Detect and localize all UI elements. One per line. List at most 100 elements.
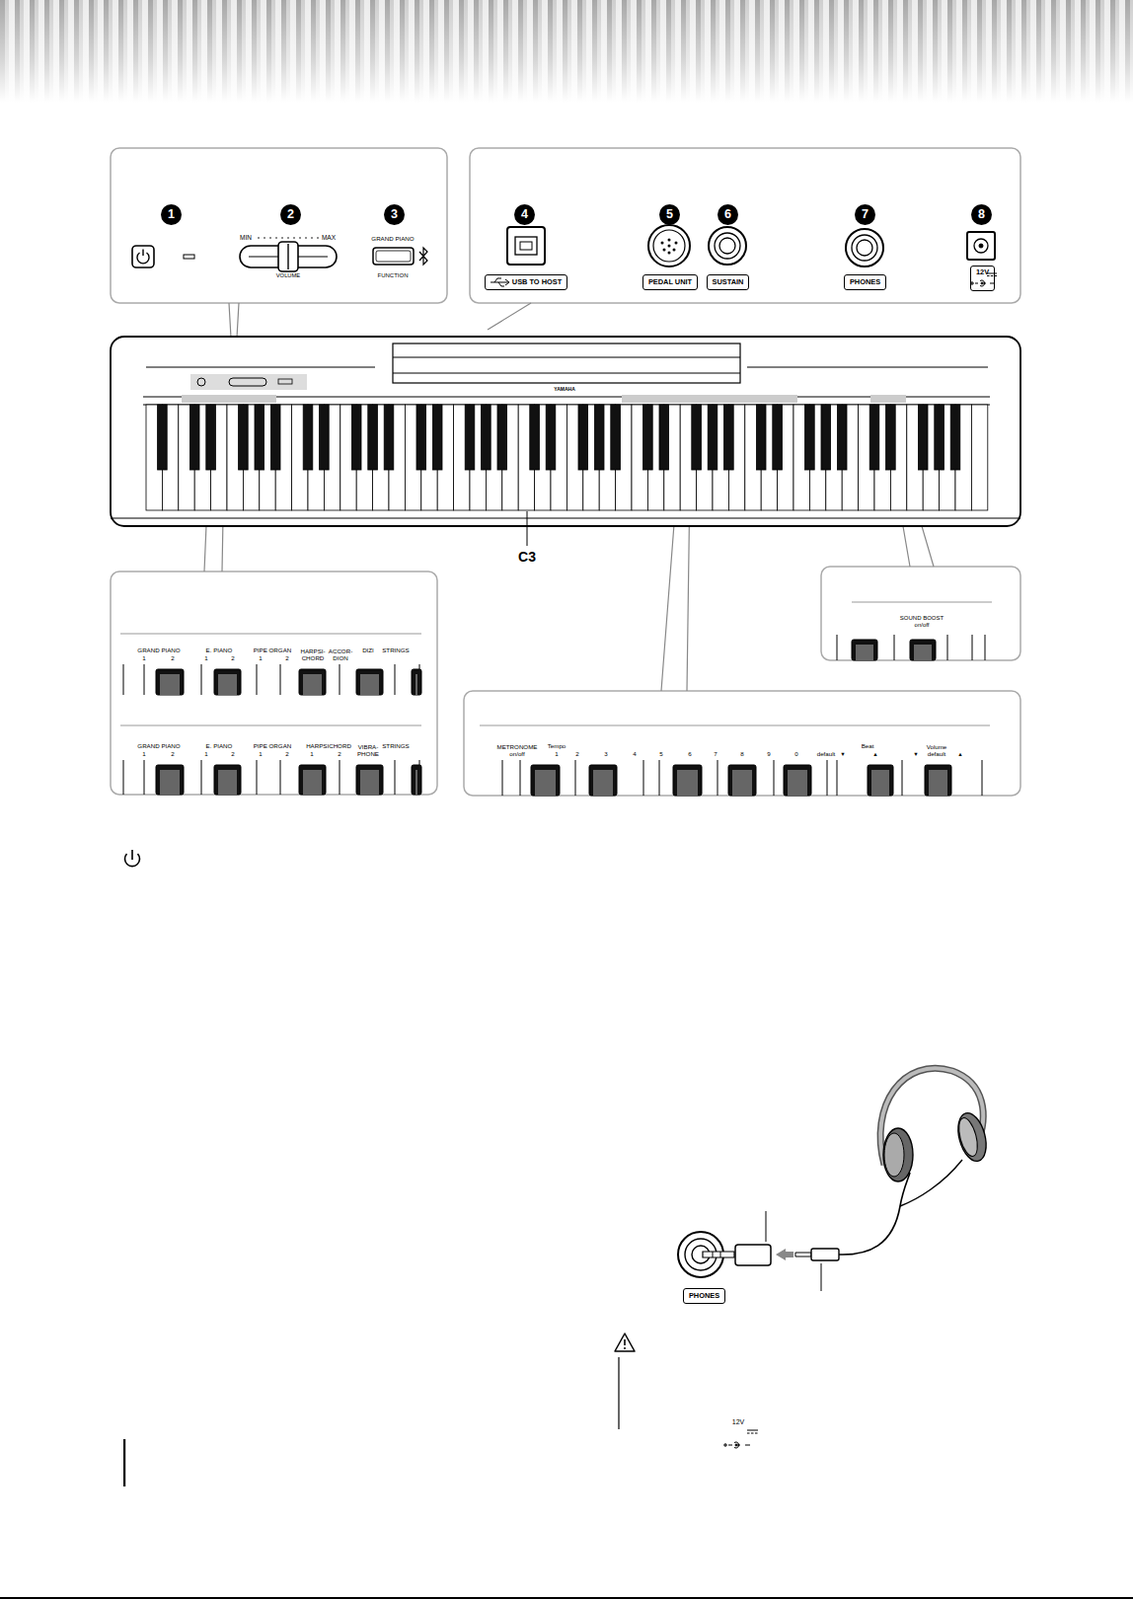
sustain-jack [708, 226, 747, 265]
key-edge [947, 634, 949, 661]
scale-dot [299, 236, 302, 239]
black-key [855, 644, 874, 661]
voice-label: ACCOR- DION [326, 647, 355, 662]
usb-port [507, 226, 545, 265]
black-key [157, 404, 168, 470]
black-key [155, 669, 184, 695]
voice-label: E. PIANO [206, 742, 233, 750]
function-button [373, 247, 414, 265]
divider [120, 633, 422, 635]
connector-tag: 12V [970, 265, 995, 292]
scale-label: MIN [239, 233, 252, 241]
black-key [497, 404, 508, 470]
black-key [732, 769, 753, 796]
function-label: Tempo [547, 742, 567, 750]
black-key [218, 674, 237, 695]
power-button [132, 245, 154, 268]
black-key [299, 764, 326, 795]
callout-number: 2 [280, 204, 302, 226]
black-key [206, 404, 217, 470]
connector-tag: SUSTAIN [706, 274, 750, 291]
panel-frame [110, 571, 438, 795]
control-label: VOLUME [276, 272, 301, 280]
black-key [610, 404, 621, 470]
black-key [351, 404, 362, 470]
callout-text: 7 [861, 208, 869, 223]
connector-tag: PEDAL UNIT [642, 274, 698, 291]
function-button [376, 250, 411, 262]
black-key [360, 674, 379, 695]
callout-number: 8 [971, 204, 992, 226]
voice-number: 1 [309, 750, 313, 757]
dc-in-jack [967, 231, 995, 260]
divider [120, 725, 422, 727]
bluetooth-icon [419, 247, 428, 265]
warning-icon [614, 1333, 635, 1352]
black-key [432, 404, 443, 470]
piano-body [110, 336, 1021, 527]
tempo-digit: 7 [713, 750, 717, 757]
black-key [299, 669, 326, 695]
black-key [867, 764, 894, 796]
black-key [416, 404, 427, 470]
black-key [214, 669, 241, 695]
black-key [643, 404, 654, 470]
voice-number: 1 [142, 750, 146, 757]
voice-label: STRINGS [381, 646, 410, 654]
arrow-symbol: ▼ [912, 751, 918, 757]
black-key [934, 404, 945, 470]
black-key [578, 404, 589, 470]
callout-text: 5 [666, 208, 674, 223]
scale-label: MAX [321, 233, 336, 241]
key-edge [394, 759, 396, 795]
divider [851, 602, 992, 604]
black-key [155, 764, 184, 795]
black-key [677, 769, 698, 796]
black-key [534, 769, 556, 796]
black-key [270, 404, 281, 470]
connector-tag: PHONES [682, 1287, 726, 1304]
black-key [383, 404, 394, 470]
key-edge [773, 759, 775, 796]
c3-leader [527, 511, 529, 546]
black-key [415, 674, 418, 695]
note-bar [123, 1438, 126, 1487]
tempo-digit: 6 [687, 750, 691, 757]
tempo-digit: 1 [554, 750, 558, 757]
voice-label: HARPSI- CHORD [299, 647, 327, 662]
black-key [724, 404, 735, 470]
black-key [755, 404, 766, 470]
headphone-illustration [678, 1067, 991, 1291]
caution-bar [617, 1357, 619, 1430]
key-edge [394, 664, 396, 695]
key-edge [280, 759, 282, 795]
connector-tag: USB TO HOST [484, 274, 568, 291]
usb-icon [490, 278, 510, 287]
black-key [913, 644, 932, 661]
power-icon [125, 849, 141, 867]
black-key [673, 764, 702, 796]
tag-text: USB TO HOST [512, 278, 562, 287]
voice-number: 1 [204, 750, 208, 757]
scale-dot [304, 236, 307, 239]
tempo-digit: 5 [659, 750, 663, 757]
black-key [589, 764, 617, 796]
key-edge [902, 759, 904, 796]
voice-label: HARPSICHORD [305, 742, 352, 750]
black-key [772, 404, 783, 470]
tempo-digit: 4 [632, 750, 636, 757]
function-label: default [817, 750, 836, 757]
scale-dot [293, 236, 296, 239]
tag-text: 12V [976, 268, 989, 277]
arrow-symbol: ▲ [872, 751, 878, 757]
black-key [464, 404, 475, 470]
black-key [411, 764, 422, 795]
black-key [728, 764, 756, 796]
black-key [159, 674, 180, 695]
scale-dot [316, 236, 319, 239]
voice-number: 2 [285, 654, 289, 662]
key-edge [144, 759, 146, 795]
panel-frame [821, 566, 1021, 661]
black-key [805, 404, 816, 470]
key-edge [256, 759, 258, 795]
